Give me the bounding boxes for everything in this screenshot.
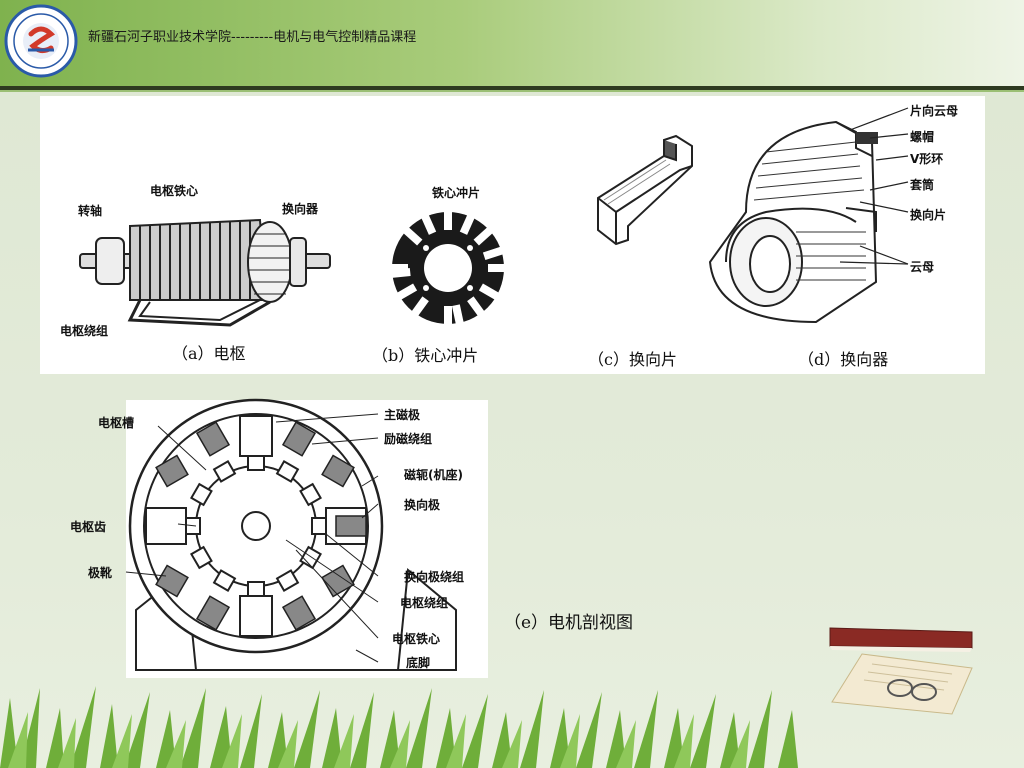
- label-armature-winding: 电枢绕组: [60, 324, 109, 338]
- label-sleeve: 套筒: [910, 178, 935, 192]
- label-mica: 云母: [910, 260, 935, 274]
- caption-d: （d）换向器: [798, 350, 889, 369]
- label-armature-winding-e: 电枢绕组: [400, 596, 449, 610]
- label-base-foot: 底脚: [406, 656, 431, 670]
- label-pole-shoe: 极靴: [88, 566, 113, 580]
- school-logo-icon: [4, 4, 78, 78]
- commutator-segment-drawing: [597, 134, 693, 246]
- label-shaft: 转轴: [78, 204, 103, 218]
- label-mica-v: 片向云母: [910, 104, 959, 118]
- armature-drawing: [79, 218, 331, 327]
- core-lamination-drawing: [388, 210, 508, 326]
- commutator-assembly-drawing: [708, 120, 878, 324]
- motor-cross-section-drawing: [125, 398, 457, 671]
- label-yoke: 磁轭(机座): [404, 468, 463, 482]
- label-armature-tooth: 电枢齿: [70, 520, 107, 534]
- caption-e: （e）电机剖视图: [504, 613, 634, 633]
- label-v-ring: V形环: [910, 152, 944, 166]
- label-armature-core-e: 电枢铁心: [392, 632, 441, 646]
- book-glasses-icon: [829, 627, 973, 715]
- header-divider-light: [0, 90, 1024, 92]
- label-armature-slot: 电枢槽: [98, 416, 135, 430]
- header-divider: [0, 86, 1024, 90]
- label-core-lamination: 铁心冲片: [432, 186, 481, 200]
- grass-decoration: [0, 686, 798, 768]
- page-title: 新疆石河子职业技术学院---------电机与电气控制精品课程: [88, 30, 417, 45]
- label-main-pole: 主磁极: [384, 408, 421, 422]
- label-interpole: 换向极: [404, 498, 441, 512]
- caption-b: （b）铁心冲片: [372, 346, 479, 365]
- commutator-leader-lines: [839, 107, 909, 265]
- label-interpole-winding: 换向极绕组: [404, 570, 465, 584]
- label-commutator: 换向器: [282, 202, 319, 216]
- caption-c: （c）换向片: [588, 350, 677, 369]
- caption-a: （a）电枢: [172, 344, 246, 363]
- label-armature-core: 电枢铁心: [150, 184, 199, 198]
- header-bar: [0, 0, 1024, 86]
- label-nut: 螺帽: [910, 130, 935, 144]
- label-segment: 换向片: [910, 208, 947, 222]
- label-field-winding: 励磁绕组: [384, 432, 433, 446]
